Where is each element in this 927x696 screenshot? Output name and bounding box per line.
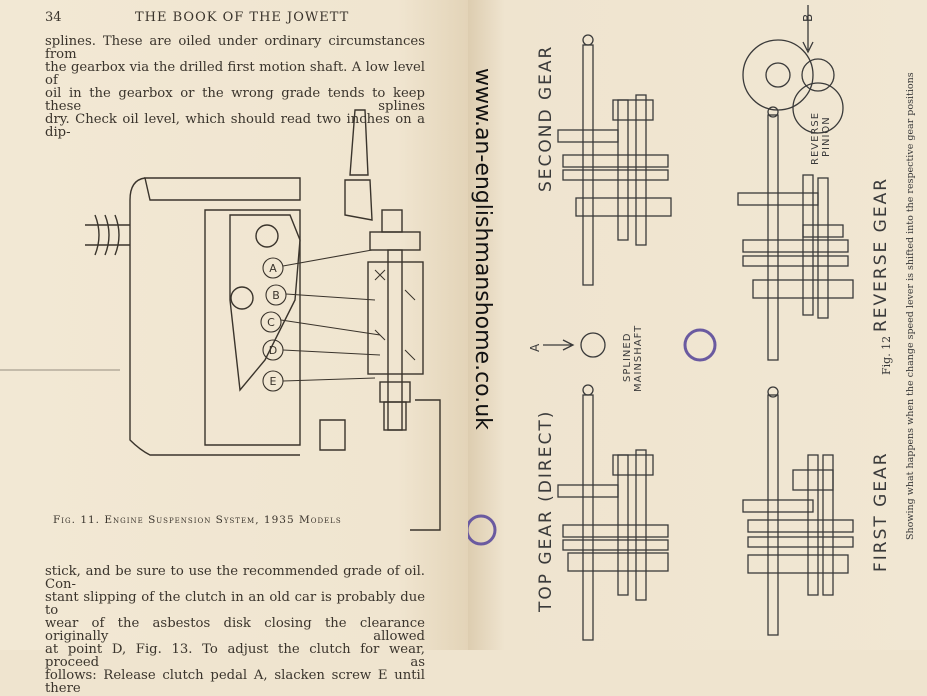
label-line: MAINSHAFT bbox=[633, 324, 644, 392]
label-line: SPLINED bbox=[622, 332, 633, 382]
figure-label-c: C bbox=[267, 316, 275, 329]
first-gear-label: FIRST GEAR bbox=[871, 451, 891, 572]
watermark-url: www.an-englishmanshome.co.uk bbox=[470, 68, 495, 430]
text-line: stick, and be sure to use the recommende… bbox=[45, 564, 425, 592]
reverse-gear-label: REVERSE GEAR bbox=[871, 176, 891, 332]
second-gear-diagram bbox=[557, 34, 672, 286]
figure-label-e: E bbox=[270, 375, 277, 388]
gearbox-diagrams bbox=[468, 5, 854, 641]
text-line: follows: Release clutch pedal A, slacken… bbox=[45, 668, 425, 696]
text-line: stant slipping of the clutch in an old c… bbox=[45, 590, 425, 618]
label-line: REVERSE bbox=[810, 111, 821, 165]
paragraph-2: stick, and be sure to use the recommende… bbox=[45, 565, 425, 695]
reverse-gear-diagram bbox=[737, 5, 854, 361]
figure-label-d: D bbox=[269, 344, 277, 357]
left-page: 34 THE BOOK OF THE JOWETT splines. These… bbox=[0, 0, 468, 695]
fig-caption: Showing what happens when the change spe… bbox=[905, 72, 916, 540]
figure-label-layer: A B C D E bbox=[267, 262, 280, 388]
label-line: PINION bbox=[821, 116, 832, 157]
first-gear-diagram bbox=[742, 386, 854, 636]
figure-label-a: A bbox=[269, 262, 277, 275]
splined-mainshaft-icon bbox=[543, 332, 606, 358]
text-line: wear of the asbestos disk closing the cl… bbox=[45, 616, 425, 644]
top-gear-label: TOP GEAR (DIRECT) bbox=[536, 409, 556, 612]
top-gear-diagram bbox=[557, 384, 669, 641]
text-line: oil in the gearbox or the wrong grade te… bbox=[45, 86, 425, 114]
right-page: SECOND GEAR TOP GEAR (DIRECT) REVERSE GE… bbox=[468, 0, 927, 650]
text-line: at point D, Fig. 13. To adjust the clutc… bbox=[45, 642, 425, 670]
paragraph-1: splines. These are oiled under ordinary … bbox=[45, 35, 425, 139]
text-line: dry. Check oil level, which should read … bbox=[45, 112, 425, 140]
engine-suspension-diagram bbox=[0, 109, 441, 531]
splined-mainshaft-label: SPLINED MAINSHAFT bbox=[622, 325, 644, 392]
label-a: A bbox=[528, 342, 542, 352]
reverse-pinion-label: REVERSE PINION bbox=[810, 112, 832, 165]
running-head: THE BOOK OF THE JOWETT bbox=[135, 10, 350, 25]
page-number: 34 bbox=[45, 10, 62, 25]
watermark-logo-icon bbox=[683, 328, 717, 362]
label-b: B bbox=[801, 12, 815, 22]
figure-caption: Fig. 11. Engine Suspension System, 1935 … bbox=[53, 514, 342, 526]
watermark-logo-icon bbox=[468, 514, 497, 546]
text-line: the gearbox via the drilled first motion… bbox=[45, 60, 425, 88]
fig-number: Fig. 12 bbox=[880, 335, 893, 375]
second-gear-label: SECOND GEAR bbox=[536, 44, 556, 192]
text-line: splines. These are oiled under ordinary … bbox=[45, 34, 425, 62]
figure-label-b: B bbox=[272, 289, 280, 302]
